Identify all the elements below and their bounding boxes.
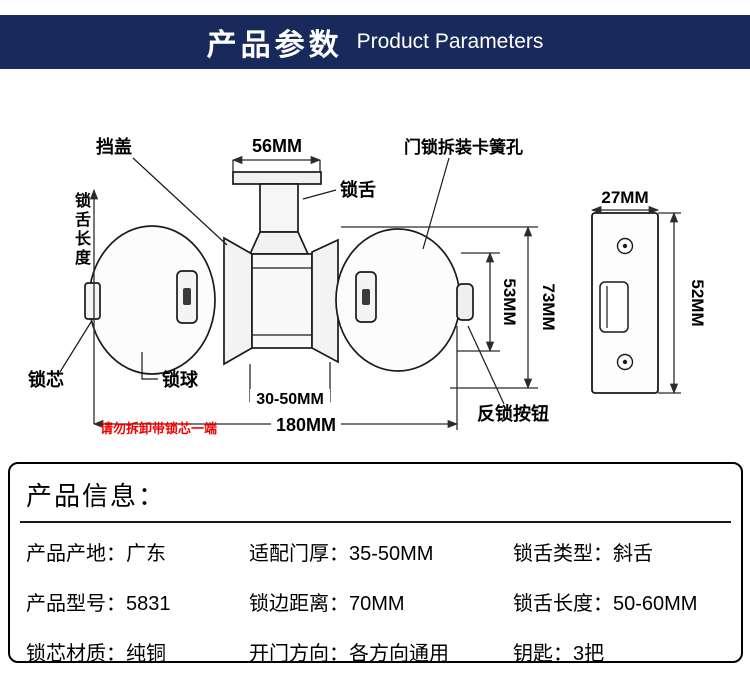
spec-latch-type: 锁舌类型：斜舌 [513, 543, 653, 565]
label-clip-hole: 门锁拆装卡簧孔 [404, 137, 523, 157]
anti-lock-button [456, 283, 474, 321]
dim-door-range-label: 30-50MM [256, 391, 324, 408]
product-info-panel: 产品信息： 产品产地：广东 适配门厚：35-50MM 锁舌类型：斜舌 产品型号：… [8, 462, 743, 666]
leader-cover [132, 157, 228, 246]
spec-origin: 产品产地：广东 [26, 543, 166, 565]
right-rose [311, 238, 339, 364]
dim-plate-width-label: 56MM [252, 136, 302, 156]
spec-keys: 钥匙：3把 [513, 643, 605, 665]
leader-cylinder [59, 321, 92, 373]
spec-backset: 锁边距离：70MM [249, 593, 405, 615]
info-heading: 产品信息： [26, 481, 167, 511]
dimension-lines [89, 155, 681, 430]
spec-open-direction: 开门方向：各方向通用 [249, 643, 449, 665]
right-turn-slot [362, 289, 370, 305]
label-knob: 锁球 [162, 369, 199, 390]
screw-dot-bottom [622, 359, 628, 365]
warning-text: 请勿拆卸带锁芯一端 [100, 421, 217, 436]
lock-body [84, 171, 474, 375]
screw-dot-top [622, 243, 628, 249]
label-latch-length: 锁舌长度 [72, 192, 89, 268]
spec-door-thickness: 适配门厚：35-50MM [249, 543, 434, 565]
right-knob [335, 228, 461, 372]
leader-lines [59, 157, 505, 405]
spec-grid: 产品产地：广东 适配门厚：35-50MM 锁舌类型：斜舌 产品型号：5831 锁… [26, 527, 725, 666]
header-banner: 产品参数 Product Parameters [0, 15, 750, 69]
label-anti-lock: 反锁按钮 [477, 403, 549, 424]
left-keyway-slot [183, 288, 191, 305]
label-cover: 挡盖 [96, 136, 132, 157]
lock-diagram-area: 挡盖 56MM 锁舌 门锁拆装卡簧孔 27MM 52MM 73MM 53MM 锁… [0, 86, 750, 460]
label-cylinder: 锁芯 [28, 369, 64, 390]
page-title: 产品参数 [206, 29, 343, 62]
leader-knob [141, 352, 158, 380]
left-rose [223, 236, 253, 366]
spec-cylinder-material: 锁芯材质：纯铜 [26, 643, 166, 665]
page-subtitle: Product Parameters [356, 30, 544, 53]
spec-model: 产品型号：5831 [26, 593, 171, 615]
leader-clip-hole [422, 157, 450, 250]
leader-latch [302, 189, 337, 200]
dim-knob-height-label: 53MM [500, 278, 519, 325]
cylinder-tab [84, 282, 101, 320]
lock-technical-drawing: 挡盖 56MM 锁舌 门锁拆装卡簧孔 27MM 52MM 73MM 53MM 锁… [28, 136, 707, 436]
text-backer-30-50 [250, 389, 330, 408]
spindle-body [251, 253, 313, 349]
latch-tube [259, 183, 299, 233]
dim-rose-height-label: 73MM [539, 283, 558, 330]
strike-plate [591, 212, 659, 394]
leader-anti-lock [467, 325, 505, 405]
dim-strike-width-label: 27MM [601, 188, 648, 207]
info-divider [20, 521, 731, 523]
label-latch: 锁舌 [340, 179, 376, 200]
text-backer-180 [271, 415, 341, 434]
dim-overall-label: 180MM [276, 415, 336, 435]
dim-strike-height-label: 52MM [688, 279, 707, 326]
latch-faceplate [232, 171, 322, 185]
spec-latch-length: 锁舌长度：50-60MM [513, 593, 698, 615]
latch-cutout [599, 281, 629, 333]
latch-collar [248, 231, 310, 255]
